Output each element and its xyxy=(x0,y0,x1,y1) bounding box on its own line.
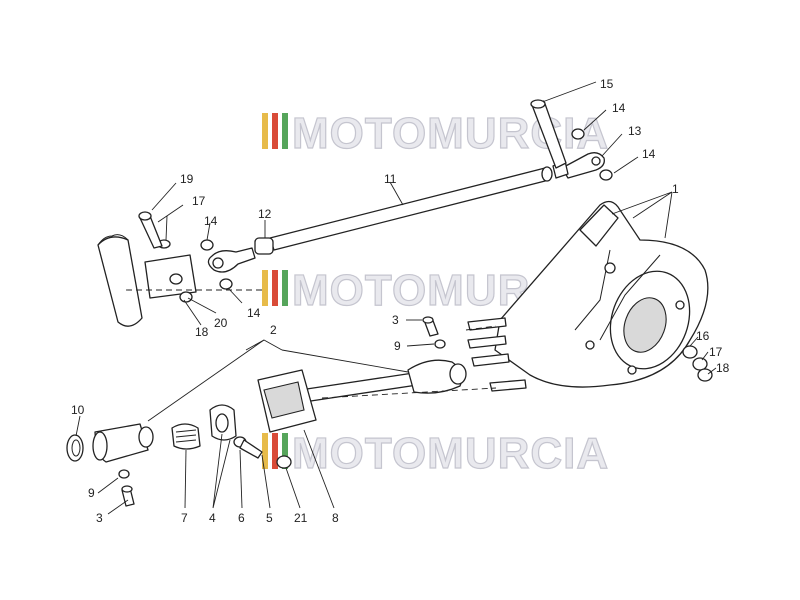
callout-10: 10 xyxy=(71,403,85,417)
nut-14-top xyxy=(200,128,613,290)
watermark-text: MOTOMURCIA xyxy=(292,109,609,158)
callout-2: 2 xyxy=(270,323,277,337)
callout-11: 11 xyxy=(384,172,397,186)
mounting-bracket xyxy=(144,239,197,303)
stud-bolt-15 xyxy=(530,99,567,169)
reaction-rod xyxy=(254,166,553,255)
bolt-6 xyxy=(233,436,263,459)
dust-boot-8 xyxy=(257,369,317,433)
callout-4: 4 xyxy=(209,511,216,525)
callout-numbers: 1 2 3 3 4 5 6 7 8 9 9 10 11 12 13 14 14 … xyxy=(71,77,730,525)
callout-15: 15 xyxy=(600,77,614,91)
watermark-top: MOTOMURCIA xyxy=(262,108,609,159)
callout-6: 6 xyxy=(238,511,245,525)
universal-joint-front xyxy=(92,423,154,463)
callout-21: 21 xyxy=(294,511,308,525)
callout-18: 18 xyxy=(195,325,209,339)
callout-17: 17 xyxy=(709,345,723,359)
rod-end-left xyxy=(207,247,256,273)
watermark-bottom: MOTOMURCIA xyxy=(262,428,609,479)
coupling-parts-4 xyxy=(209,404,237,441)
housing-studs xyxy=(467,317,527,392)
fitting-21 xyxy=(276,455,292,469)
bolt-19 xyxy=(138,211,163,249)
callout-14: 14 xyxy=(247,306,261,320)
callout-14: 14 xyxy=(642,147,656,161)
callout-5: 5 xyxy=(266,511,273,525)
callout-1: 1 xyxy=(672,182,679,196)
bolts-9-3-front xyxy=(118,469,135,507)
callout-19: 19 xyxy=(180,172,194,186)
spring-7 xyxy=(171,423,201,450)
drive-shaft xyxy=(299,359,467,403)
callout-17: 17 xyxy=(192,194,206,208)
callout-14: 14 xyxy=(612,101,626,115)
frame-tube-section xyxy=(97,234,143,327)
bevel-gear-housing xyxy=(494,200,709,388)
callout-9: 9 xyxy=(394,339,401,353)
callout-3: 3 xyxy=(96,511,103,525)
callout-8: 8 xyxy=(332,511,339,525)
seal-ring-10 xyxy=(66,434,84,462)
callout-3: 3 xyxy=(392,313,399,327)
callout-14: 14 xyxy=(204,214,218,228)
watermark-text: MOTOMURCIA xyxy=(292,429,609,478)
washer-nut-16-17-18 xyxy=(682,345,713,382)
callout-13: 13 xyxy=(628,124,642,138)
callout-7: 7 xyxy=(181,511,188,525)
callout-18: 18 xyxy=(716,361,730,375)
callout-16: 16 xyxy=(696,329,710,343)
callout-9: 9 xyxy=(88,486,95,500)
callout-20: 20 xyxy=(214,316,228,330)
bolts-9-3-rear xyxy=(422,316,446,349)
leader-lines xyxy=(75,81,717,515)
callout-12: 12 xyxy=(258,207,272,221)
